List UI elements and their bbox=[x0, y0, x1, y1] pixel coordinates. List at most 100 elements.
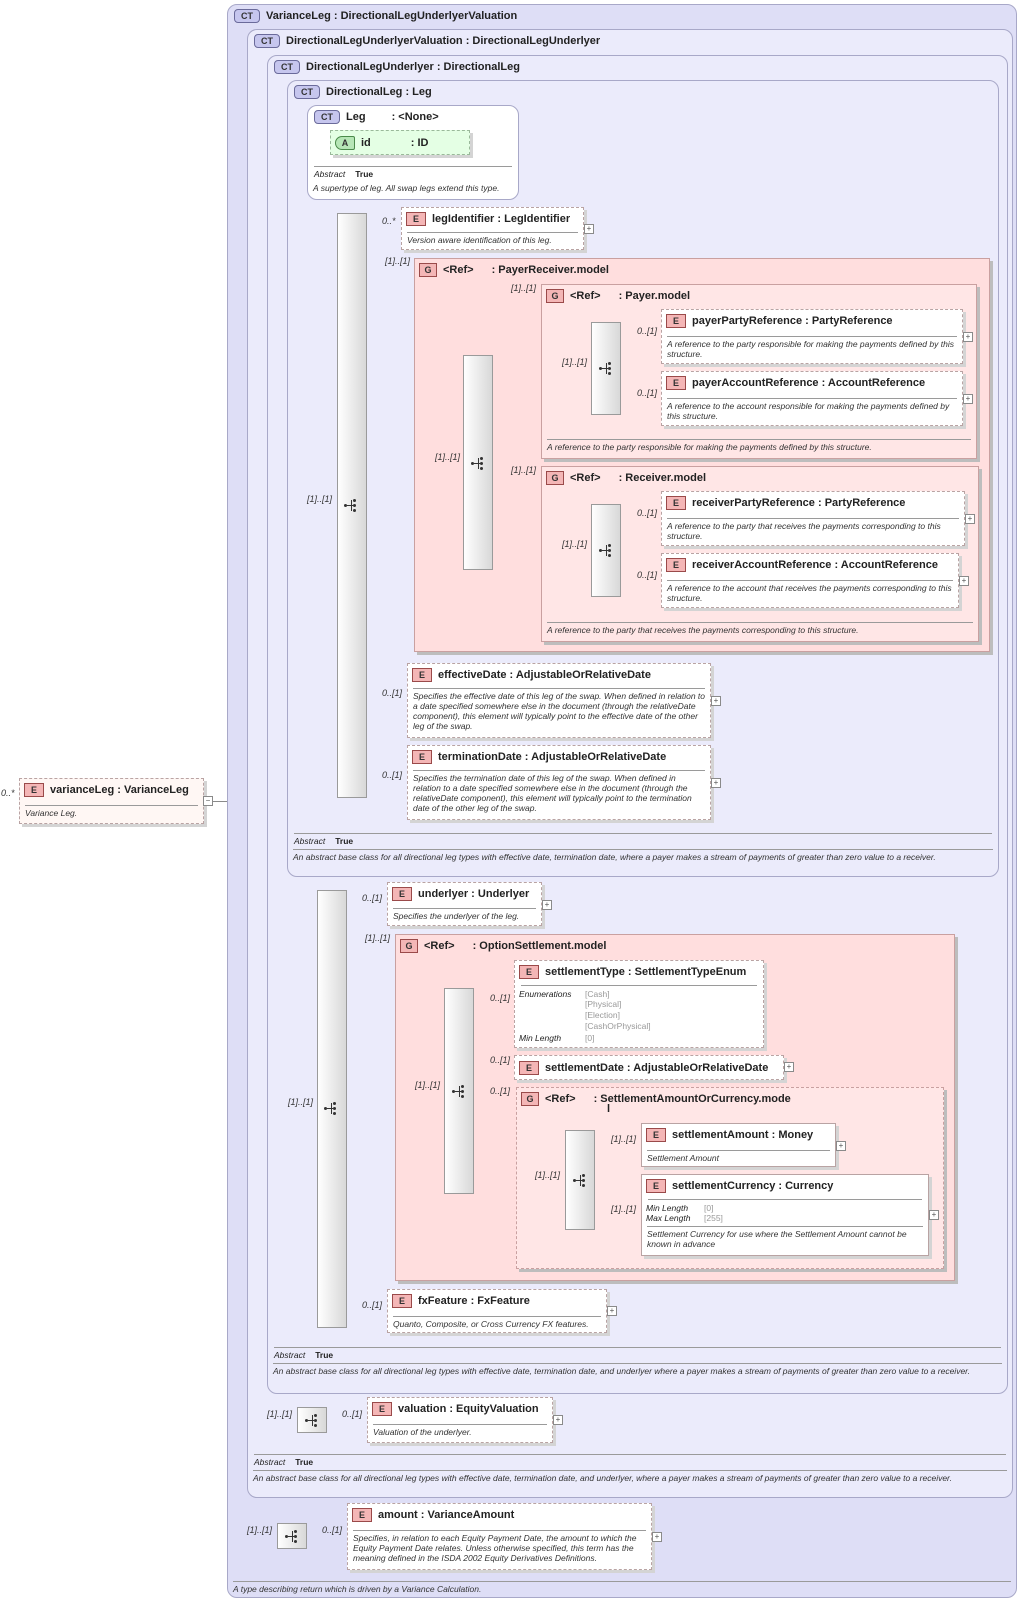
option-settlement-multiplicity: [1]..[1] bbox=[365, 933, 391, 943]
enum-value: [Physical] bbox=[585, 999, 622, 1009]
element-badge: E bbox=[519, 1061, 539, 1075]
fx-feature-desc: Quanto, Composite, or Cross Currency FX … bbox=[393, 1316, 601, 1329]
payer-party-reference-desc: A reference to the party responsible for… bbox=[667, 336, 957, 359]
element-badge: E bbox=[646, 1179, 666, 1193]
payer-seq-multiplicity: [1]..[1] bbox=[562, 357, 588, 367]
ct-leg-desc: A supertype of leg. All swap legs extend… bbox=[313, 183, 500, 193]
collapse-icon[interactable]: − bbox=[203, 796, 213, 806]
enum-value: [CashOrPhysical] bbox=[585, 1021, 651, 1031]
ct-directional-leg-desc: An abstract base class for all direction… bbox=[293, 849, 993, 862]
ct-dlu-valuation-desc: An abstract base class for all direction… bbox=[253, 1470, 1007, 1483]
divider bbox=[521, 985, 757, 986]
sequence-bar-directional-leg-underlyer bbox=[317, 890, 347, 1328]
receiver-model-desc: A reference to the party that receives t… bbox=[547, 622, 973, 635]
amount-multiplicity: 0..[1] bbox=[322, 1525, 343, 1535]
settlement-amount-or-currency-title-wrap: l bbox=[607, 1103, 611, 1115]
receiver-account-reference-multiplicity: 0..[1] bbox=[637, 570, 658, 580]
settlement-currency-max-length: Max Length[255] bbox=[646, 1213, 723, 1223]
complex-type-badge: CT bbox=[254, 34, 280, 48]
settlement-amount-or-currency-seq-multiplicity: [1]..[1] bbox=[535, 1170, 561, 1180]
expand-icon[interactable]: + bbox=[711, 696, 721, 706]
group-badge: G bbox=[400, 939, 418, 953]
payer-receiver-seq-multiplicity: [1]..[1] bbox=[435, 452, 461, 462]
expand-icon[interactable]: + bbox=[963, 394, 973, 404]
element-badge: E bbox=[392, 887, 412, 901]
element-badge: E bbox=[406, 212, 426, 226]
complex-type-badge: CT bbox=[294, 85, 320, 99]
expand-icon[interactable]: + bbox=[652, 1532, 662, 1542]
receiver-model-multiplicity: [1]..[1] bbox=[511, 465, 537, 475]
expand-icon[interactable]: + bbox=[607, 1306, 617, 1316]
attribute-badge: A bbox=[335, 136, 355, 150]
expand-icon[interactable]: + bbox=[584, 224, 594, 234]
settlement-amount-desc: Settlement Amount bbox=[647, 1150, 830, 1163]
underlyer-desc: Specifies the underlyer of the leg. bbox=[393, 908, 536, 921]
expand-icon[interactable]: + bbox=[711, 778, 721, 788]
divider bbox=[314, 166, 512, 167]
element-badge: E bbox=[666, 314, 686, 328]
connector-line bbox=[208, 801, 238, 802]
sequence-icon bbox=[452, 1085, 468, 1098]
expand-icon[interactable]: + bbox=[965, 514, 975, 524]
ct-dl-underlyer-desc: An abstract base class for all direction… bbox=[273, 1363, 1002, 1376]
element-badge: E bbox=[666, 376, 686, 390]
element-badge: E bbox=[666, 496, 686, 510]
receiver-party-reference-desc: A reference to the party that receives t… bbox=[667, 518, 959, 541]
dl-underlyer-seq-multiplicity: [1]..[1] bbox=[288, 1097, 314, 1107]
settlement-amount-or-currency-multiplicity: 0..[1] bbox=[490, 1086, 511, 1096]
expand-icon[interactable]: + bbox=[542, 900, 552, 910]
payer-account-reference-multiplicity: 0..[1] bbox=[637, 388, 658, 398]
settlement-date-multiplicity: 0..[1] bbox=[490, 1055, 511, 1065]
effective-date-multiplicity: 0..[1] bbox=[382, 688, 403, 698]
settlement-type-min-length: Min Length[0] bbox=[519, 1033, 595, 1043]
expand-icon[interactable]: + bbox=[959, 576, 969, 586]
sequence-bar-settlement-amount-or-currency bbox=[565, 1130, 595, 1230]
expand-icon[interactable]: + bbox=[963, 332, 973, 342]
expand-icon[interactable]: + bbox=[784, 1062, 794, 1072]
variance-leg-desc: Variance Leg. bbox=[25, 805, 198, 818]
receiver-seq-multiplicity: [1]..[1] bbox=[562, 539, 588, 549]
settlement-type-enumerations: Enumerations[Cash] bbox=[519, 989, 610, 999]
expand-icon[interactable]: + bbox=[929, 1210, 939, 1220]
expand-icon[interactable]: + bbox=[836, 1141, 846, 1151]
ct-variance-leg-desc: A type describing return which is driven… bbox=[233, 1581, 1011, 1594]
divider bbox=[294, 833, 992, 834]
settlement-currency-multiplicity: [1]..[1] bbox=[611, 1204, 637, 1214]
divider bbox=[274, 1347, 1001, 1348]
expand-icon[interactable]: + bbox=[553, 1415, 563, 1425]
group-badge: G bbox=[546, 289, 564, 303]
element-badge: E bbox=[412, 668, 432, 682]
sequence-icon bbox=[324, 1102, 340, 1115]
